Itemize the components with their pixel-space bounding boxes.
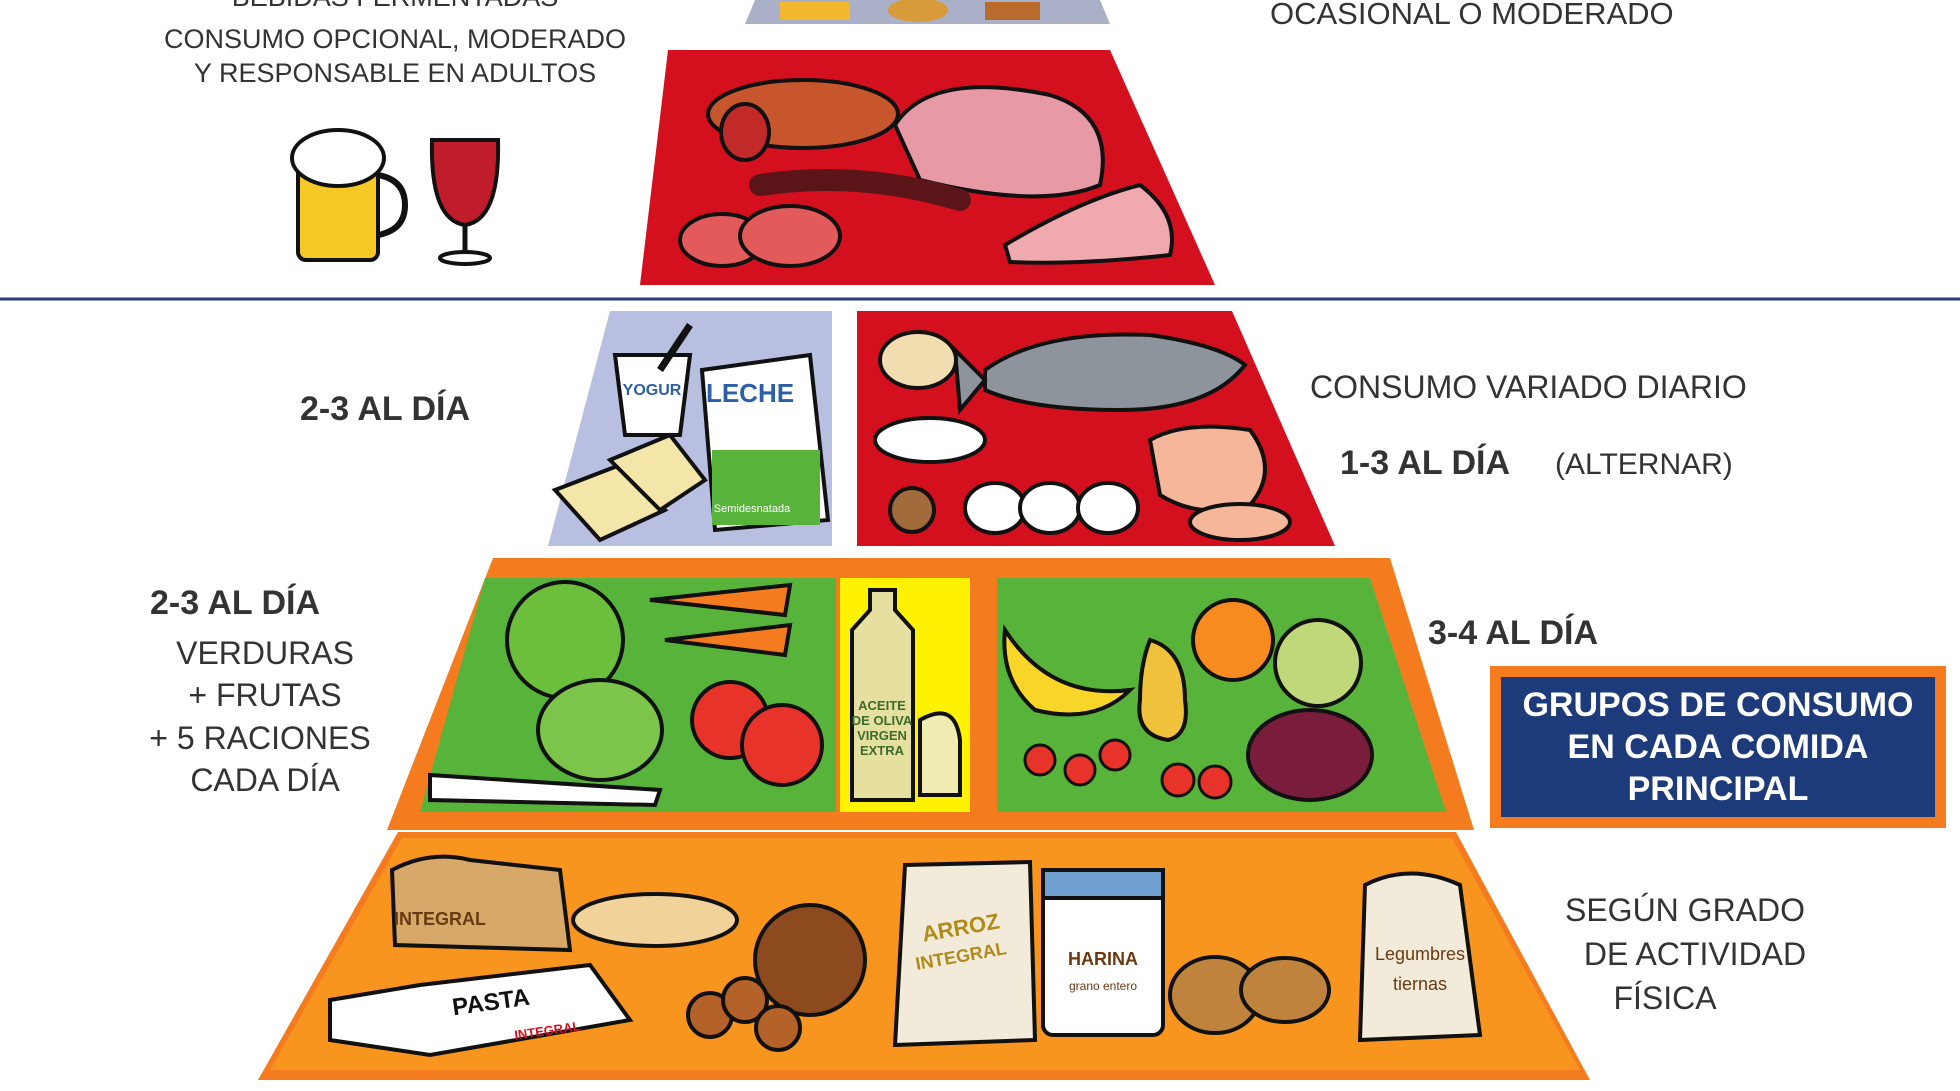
fish-icon <box>983 332 1248 413</box>
snack-icon <box>780 2 850 20</box>
chorizo-link-icon <box>749 169 971 211</box>
bebidas-line2: Y RESPONSABLE EN ADULTOS <box>193 58 597 88</box>
vegetables-frequency: 2-3 AL DÍA <box>150 584 321 622</box>
harina-label: HARINA <box>1068 949 1138 969</box>
bread-icon <box>389 854 573 953</box>
rice-bag-icon <box>892 859 1038 1048</box>
protein-frequency: 1-3 AL DÍA <box>1340 444 1511 482</box>
harina-sub-label: grano entero <box>1069 979 1137 993</box>
integral-bread-label: INTEGRAL <box>394 909 486 929</box>
carrot-icon <box>649 582 793 618</box>
pastry-icon <box>888 0 948 22</box>
cherry-icon <box>1160 762 1196 798</box>
cereal-line1: SEGÚN GRADO <box>1564 892 1806 928</box>
vegetables-line1: VERDURAS <box>176 635 354 671</box>
yogur-label: YOGUR <box>623 382 682 399</box>
walnut-icon <box>888 486 936 534</box>
beans-icon <box>873 416 987 464</box>
vegetables-line3: + 5 RACIONES <box>149 720 371 756</box>
protein-variado-label: CONSUMO VARIADO DIARIO <box>1310 369 1747 405</box>
vegetables-line2: + FRUTAS <box>188 677 342 713</box>
cereal-line2: DE ACTIVIDAD <box>1583 936 1807 972</box>
orange-icon <box>1191 598 1275 682</box>
pasta-bag-icon <box>328 962 634 1058</box>
pear-icon <box>1137 637 1188 743</box>
dairy-frequency: 2-3 AL DÍA <box>300 390 471 428</box>
legumbres-sub-label: tiernas <box>1393 974 1447 994</box>
bebidas-line1: CONSUMO OPCIONAL, MODERADO <box>163 24 627 54</box>
strawberry-icon <box>1023 743 1057 777</box>
leche-sub-label: Semidesnatada <box>714 503 791 515</box>
grapes-icon <box>1246 708 1374 802</box>
cereal-line3: FÍSICA <box>1613 980 1717 1016</box>
nuts-icon <box>878 330 958 390</box>
lettuce-icon <box>536 678 664 782</box>
apple-icon <box>1273 618 1363 708</box>
olive-oil-bottle-icon <box>850 588 915 802</box>
wine-glass-icon <box>429 138 501 228</box>
ham-icon <box>892 85 1105 199</box>
yogurt-icon <box>612 353 693 437</box>
ocasional-label: OCASIONAL O MODERADO <box>1270 0 1674 31</box>
chocolate-icon <box>985 2 1040 20</box>
chestnut-icon <box>753 903 867 1017</box>
leche-label: LECHE <box>706 378 794 408</box>
protein-note: (ALTERNAR) <box>1555 448 1733 481</box>
egg-icon <box>963 481 1027 535</box>
legend-text: GRUPOS DE CONSUMO EN CADA COMIDA PRINCIP… <box>1501 677 1935 817</box>
legumes-bag-icon <box>1357 871 1483 1043</box>
fruits-frequency: 3-4 AL DÍA <box>1428 614 1599 652</box>
chorizo-slice-icon <box>719 102 771 162</box>
legumbres-label: Legumbres <box>1375 944 1465 964</box>
leek-icon <box>428 772 663 808</box>
bebidas-title: BEBIDAS FERMENTADAS <box>150 0 640 13</box>
vegetables-line4: CADA DÍA <box>190 762 340 798</box>
chicken-icon <box>1147 424 1267 513</box>
chop-icon <box>1002 182 1174 265</box>
oil-jar-icon <box>918 711 962 797</box>
banana-icon <box>1002 624 1136 717</box>
legend-box: GRUPOS DE CONSUMO EN CADA COMIDA PRINCIP… <box>1490 666 1946 828</box>
baguette-icon <box>571 892 739 948</box>
